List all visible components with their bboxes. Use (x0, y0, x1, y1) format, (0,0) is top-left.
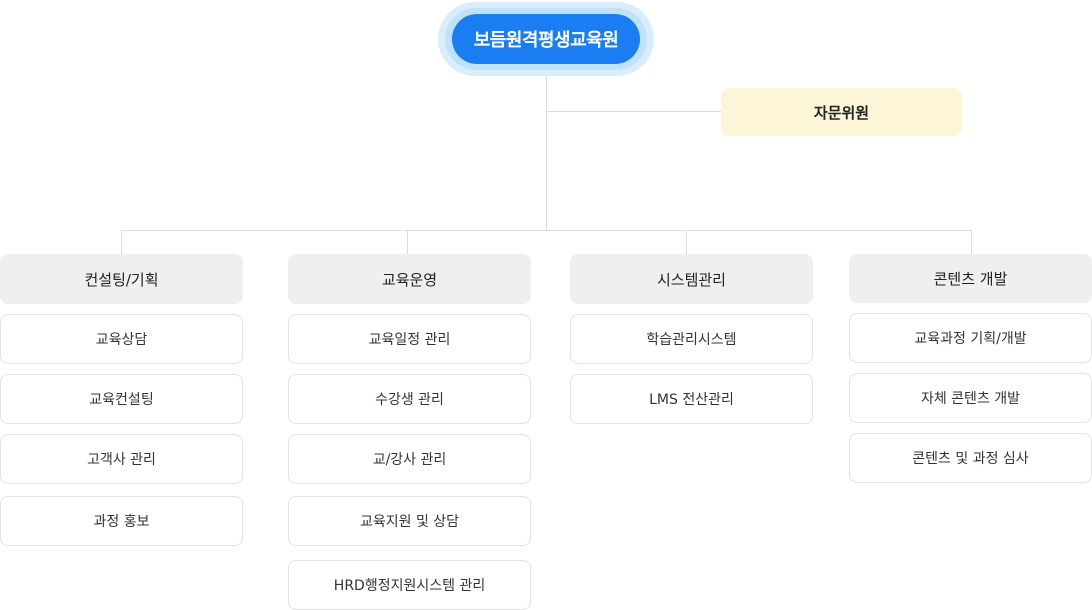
department-column-system: 시스템관리 학습관리시스템 LMS 전산관리 (570, 254, 813, 424)
drop-line-2 (407, 230, 408, 254)
department-header: 교육운영 (288, 254, 531, 304)
org-item: 콘텐츠 및 과정 심사 (849, 433, 1092, 483)
horizontal-branch-line (121, 230, 972, 231)
drop-line-1 (121, 230, 122, 254)
drop-line-4 (971, 230, 972, 254)
department-header: 컨설팅/기획 (0, 254, 243, 304)
org-item: 교육지원 및 상담 (288, 496, 531, 546)
org-item: HRD행정지원시스템 관리 (288, 560, 531, 610)
org-item: 자체 콘텐츠 개발 (849, 373, 1092, 423)
department-header: 시스템관리 (570, 254, 813, 304)
org-item: 교육일정 관리 (288, 314, 531, 364)
org-item: 고객사 관리 (0, 434, 243, 484)
org-item: 교육컨설팅 (0, 374, 243, 424)
advisory-connector (546, 111, 722, 112)
org-item: 과정 홍보 (0, 496, 243, 546)
org-item: 교/강사 관리 (288, 434, 531, 484)
root-node: 보듬원격평생교육원 (452, 14, 640, 64)
department-header: 콘텐츠 개발 (849, 254, 1092, 303)
org-item: 교육과정 기획/개발 (849, 313, 1092, 363)
org-item: 교육상담 (0, 314, 243, 364)
org-item: LMS 전산관리 (570, 374, 813, 424)
org-item: 수강생 관리 (288, 374, 531, 424)
trunk-line (546, 76, 547, 231)
org-item: 학습관리시스템 (570, 314, 813, 364)
department-column-consulting: 컨설팅/기획 교육상담 교육컨설팅 고객사 관리 과정 홍보 (0, 254, 243, 546)
department-column-content: 콘텐츠 개발 교육과정 기획/개발 자체 콘텐츠 개발 콘텐츠 및 과정 심사 (849, 254, 1092, 483)
advisory-node: 자문위원 (721, 88, 962, 136)
drop-line-3 (686, 230, 687, 254)
department-column-operations: 교육운영 교육일정 관리 수강생 관리 교/강사 관리 교육지원 및 상담 HR… (288, 254, 531, 610)
